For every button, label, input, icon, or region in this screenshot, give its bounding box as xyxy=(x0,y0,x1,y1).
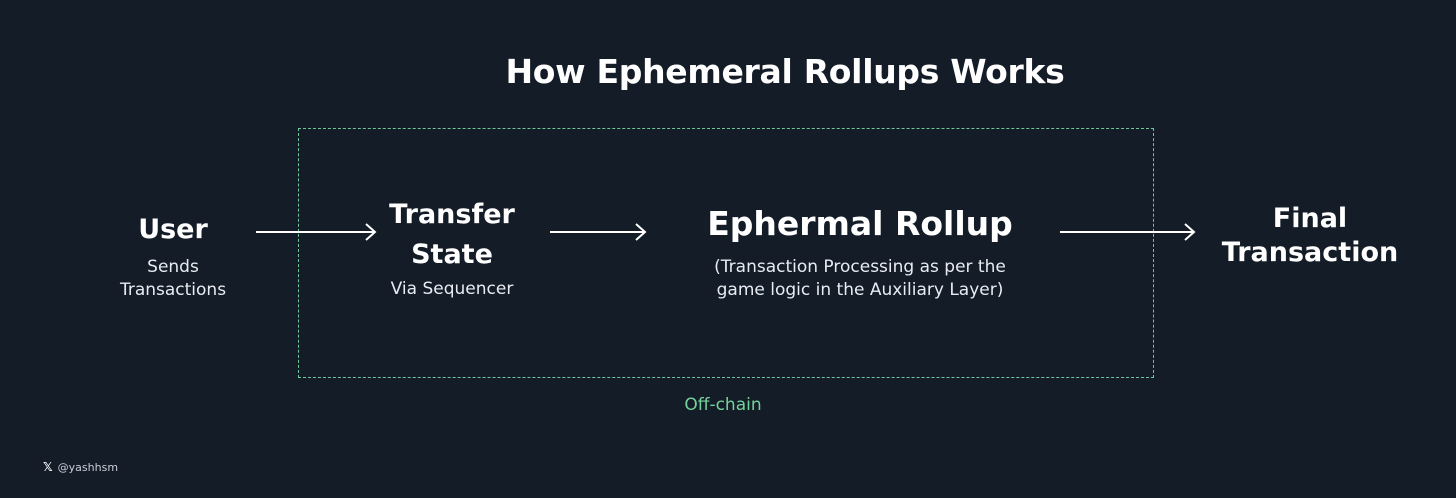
node-ephemeral-rollup: Ephermal Rollup (Transaction Processing … xyxy=(660,202,1060,302)
node-transfer-heading-line-1: Transfer xyxy=(389,199,515,230)
arrow-transfer-to-rollup xyxy=(550,223,647,241)
node-final-heading-line-1: Final xyxy=(1272,203,1348,234)
node-rollup-sub-line-1: (Transaction Processing as per the xyxy=(714,257,1006,277)
watermark: 𝕏 @yashhsm xyxy=(43,460,118,474)
arrow-rollup-to-final xyxy=(1060,223,1196,241)
node-user-heading: User xyxy=(138,214,208,245)
node-final-transaction: Final Transaction xyxy=(1200,202,1420,270)
node-user: User Sends Transactions xyxy=(93,214,253,302)
arrow-user-to-transfer xyxy=(256,223,377,241)
offchain-region xyxy=(298,128,1154,378)
x-logo-icon: 𝕏 xyxy=(43,460,53,474)
offchain-label: Off-chain xyxy=(684,395,762,415)
watermark-handle: @yashhsm xyxy=(57,460,119,474)
diagram-title: How Ephemeral Rollups Works xyxy=(505,52,1065,91)
node-user-sub-line-2: Transactions xyxy=(119,280,227,301)
node-rollup-sub-line-2: game logic in the Auxiliary Layer) xyxy=(716,280,1004,300)
node-final-heading-line-2: Transaction xyxy=(1221,237,1399,268)
node-user-sub-line-1: Sends xyxy=(147,257,199,278)
node-rollup-heading: Ephermal Rollup xyxy=(707,204,1013,243)
node-transfer-sub: Via Sequencer xyxy=(390,279,514,299)
node-transfer-heading-line-2: State xyxy=(411,239,493,270)
node-transfer-state: Transfer State Via Sequencer xyxy=(352,198,552,301)
